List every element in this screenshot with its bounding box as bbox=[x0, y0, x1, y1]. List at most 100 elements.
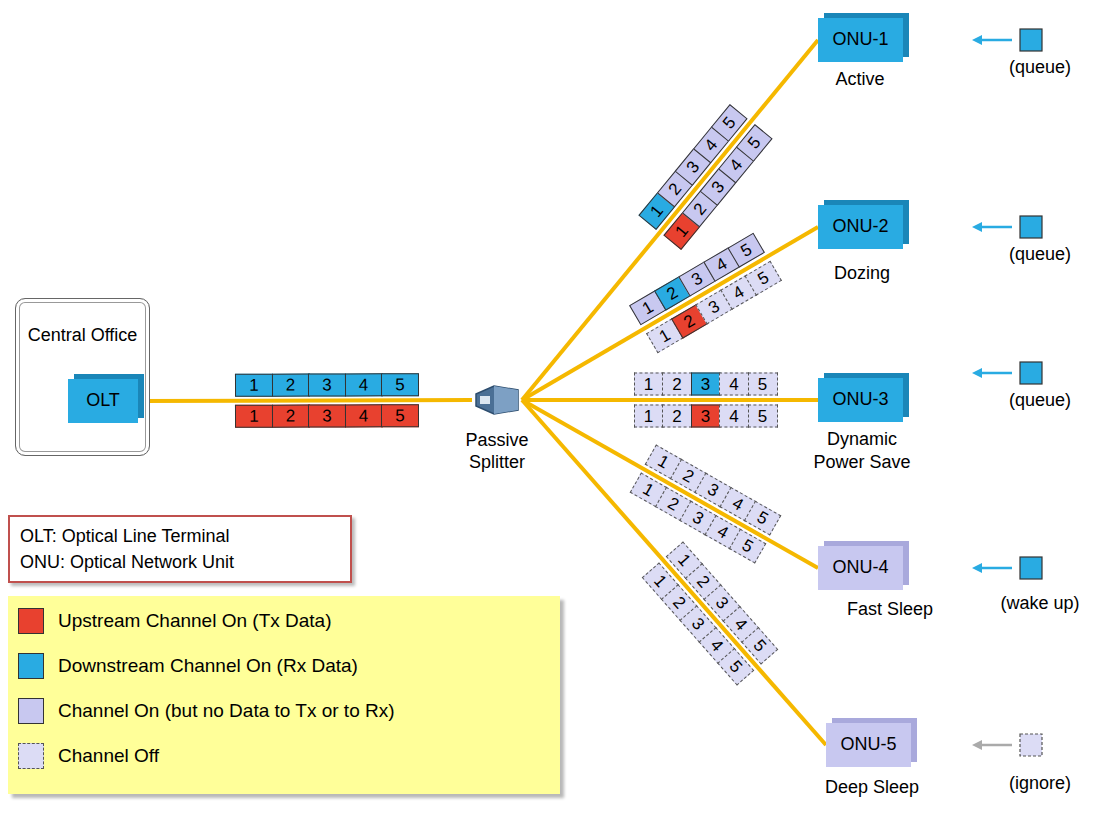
channel-cell: 1 bbox=[634, 405, 664, 428]
channel-number: 2 bbox=[669, 593, 690, 613]
channel-number: 1 bbox=[646, 201, 667, 221]
legend-text: Channel Off bbox=[58, 745, 159, 768]
splitter-icon bbox=[472, 382, 522, 418]
channel-number: 5 bbox=[719, 113, 740, 133]
channel-number: 2 bbox=[286, 375, 296, 395]
channel-cell: 1 bbox=[235, 373, 273, 396]
channel-cell: 4 bbox=[344, 405, 382, 428]
channel-number: 3 bbox=[704, 296, 722, 318]
legend-swatch bbox=[18, 698, 44, 724]
channel-cell: 3 bbox=[691, 405, 721, 428]
channel-strip: 123 4 5 bbox=[235, 405, 419, 429]
state-label: Dozing bbox=[807, 262, 917, 285]
channel-number: 3 bbox=[712, 593, 733, 613]
legend-entry: Downstream Channel On (Rx Data) bbox=[18, 653, 358, 679]
fiber-line bbox=[138, 400, 472, 401]
channel-cell: 4 bbox=[719, 373, 749, 396]
channel-number: 1 bbox=[674, 550, 695, 570]
channel-cell: 4 bbox=[719, 405, 749, 428]
channel-number: 3 bbox=[701, 406, 710, 426]
channel-number: 2 bbox=[672, 374, 681, 394]
node-label: ONU-2 bbox=[832, 216, 888, 238]
channel-cell: 5 bbox=[748, 373, 778, 396]
channel-number: 4 bbox=[701, 135, 722, 155]
olt-box: OLT bbox=[68, 379, 138, 423]
channel-cell: 2 bbox=[271, 405, 309, 428]
channel-number: 3 bbox=[707, 177, 728, 197]
channel-number: 4 bbox=[359, 406, 369, 426]
state-label: Deep Sleep bbox=[812, 776, 932, 799]
channel-number: 5 bbox=[743, 133, 764, 153]
legend-entry: Upstream Channel On (Tx Data) bbox=[18, 608, 332, 634]
state-label: Dynamic Power Save bbox=[809, 428, 915, 473]
channel-number: 4 bbox=[729, 281, 747, 303]
channel-number: 2 bbox=[693, 572, 714, 592]
channel-cell: 3 bbox=[308, 373, 346, 396]
channel-number: 4 bbox=[729, 493, 747, 515]
channel-cell: 2 bbox=[662, 373, 692, 396]
channel-number: 4 bbox=[725, 155, 746, 175]
channel-number: 1 bbox=[639, 479, 657, 501]
channel-strip: 12345 bbox=[634, 373, 778, 396]
definitions-box: OLT: Optical Line TerminalONU: Optical N… bbox=[8, 515, 352, 583]
channel-number: 2 bbox=[672, 406, 681, 426]
channel-number: 4 bbox=[713, 521, 731, 543]
channel-number: 3 bbox=[682, 157, 703, 177]
splitter-label: Passive Splitter bbox=[452, 430, 542, 473]
channel-cell: 1 bbox=[634, 373, 664, 396]
node-label: ONU-5 bbox=[840, 734, 896, 756]
channel-number: 5 bbox=[754, 507, 772, 529]
channel-number: 5 bbox=[395, 406, 405, 426]
definition-text: OLT: Optical Line Terminal bbox=[20, 523, 340, 549]
channel-number: 1 bbox=[655, 451, 673, 473]
channel-number: 1 bbox=[249, 407, 259, 427]
channel-number: 2 bbox=[680, 310, 698, 332]
channel-number: 3 bbox=[322, 406, 332, 426]
channel-number: 3 bbox=[688, 268, 706, 290]
fiber-line bbox=[522, 400, 826, 745]
onu-box: ONU-5 bbox=[826, 723, 911, 767]
channel-number: 2 bbox=[664, 179, 685, 199]
definition-text: ONU: Optical Network Unit bbox=[20, 549, 340, 575]
channel-number: 5 bbox=[395, 374, 405, 394]
legend-text: Upstream Channel On (Tx Data) bbox=[58, 610, 332, 633]
fiber-line bbox=[522, 227, 818, 400]
channel-cell: 1 bbox=[235, 405, 273, 428]
node-label: ONU-3 bbox=[832, 389, 888, 411]
channel-number: 1 bbox=[671, 221, 692, 241]
fiber-line bbox=[522, 400, 818, 568]
central-office-box: Central OfficeOLT bbox=[15, 298, 150, 456]
channel-number: 3 bbox=[704, 479, 722, 501]
legend-text: Channel On (but no Data to Tx or to Rx) bbox=[58, 700, 395, 723]
onu-box: ONU-3 bbox=[818, 378, 903, 422]
channel-number: 4 bbox=[359, 374, 369, 394]
channel-number: 5 bbox=[738, 535, 756, 557]
channel-cell: 3 bbox=[691, 373, 721, 396]
node-label: ONU-1 bbox=[832, 29, 888, 51]
passive-splitter: Passive Splitter bbox=[472, 382, 522, 418]
channel-cell: 2 bbox=[662, 405, 692, 428]
channel-number: 1 bbox=[644, 406, 653, 426]
onu-box: ONU-1 bbox=[818, 18, 903, 62]
channel-cell: 2 bbox=[271, 373, 309, 396]
state-label: Fast Sleep bbox=[830, 598, 950, 621]
fiber-line bbox=[522, 398, 818, 402]
channel-number: 2 bbox=[689, 199, 710, 219]
channel-number: 5 bbox=[750, 636, 771, 656]
channel-number: 3 bbox=[322, 374, 332, 394]
channel-cell: 4 bbox=[344, 373, 382, 396]
legend-entry: Channel On (but no Data to Tx or to Rx) bbox=[18, 698, 395, 724]
channel-number: 4 bbox=[729, 406, 738, 426]
channel-number: 5 bbox=[738, 239, 756, 261]
channel-number: 4 bbox=[729, 374, 738, 394]
channel-number: 1 bbox=[249, 375, 259, 395]
channel-number: 3 bbox=[701, 374, 710, 394]
channel-number: 3 bbox=[688, 614, 709, 634]
channel-number: 5 bbox=[758, 374, 767, 394]
channel-number: 2 bbox=[680, 465, 698, 487]
channel-number: 5 bbox=[754, 267, 772, 289]
channel-number: 4 bbox=[707, 636, 728, 656]
onu-box: ONU-2 bbox=[818, 205, 903, 249]
channel-strip: 12345 bbox=[634, 405, 778, 428]
action-label: (queue) bbox=[995, 389, 1085, 412]
